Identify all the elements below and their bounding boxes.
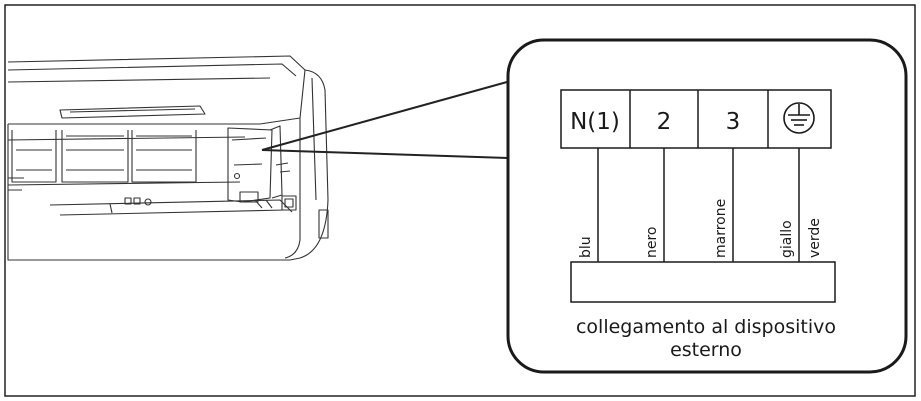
wire-label-verde: verde [807,218,823,258]
terminal-label-3: 3 [726,109,741,135]
wire-label-blu: blu [578,236,594,258]
outer-frame [4,4,916,397]
terminal-block: N(1) 2 3 [560,89,832,149]
wire-labels: blu nero marrone giallo verde [578,199,823,258]
caption-line-1: collegamento al dispositivo [576,316,836,338]
callout-leader [261,81,509,159]
wire-label-nero: nero [644,227,660,259]
wires [597,148,800,262]
external-device-connector [570,261,836,303]
ground-icon [783,102,815,134]
indoor-unit-illustration [7,55,329,261]
caption-line-2: esterno [670,339,742,361]
terminal-label-n1: N(1) [570,109,620,135]
terminal-label-2: 2 [657,109,672,135]
wire-label-marrone: marrone [713,199,729,258]
wire-label-giallo: giallo [779,220,795,258]
